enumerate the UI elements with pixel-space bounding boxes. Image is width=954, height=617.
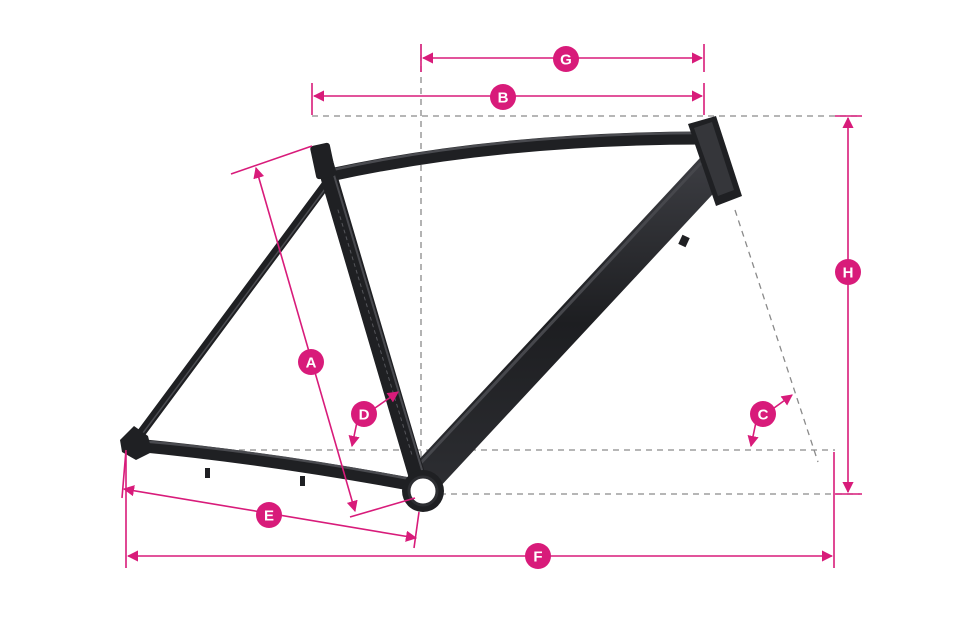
chainstay-bridge	[205, 468, 210, 478]
badge-d: D	[351, 401, 377, 427]
badge-b: B	[490, 84, 516, 110]
dimension-lines	[121, 44, 862, 568]
badge-g: G	[553, 46, 579, 72]
badge-c-label: C	[758, 407, 769, 424]
dim-d-line-upper	[374, 391, 399, 409]
chainstay	[128, 438, 422, 492]
dim-a-tick-top	[230, 145, 313, 175]
cable-guide	[678, 234, 690, 248]
badge-f-label: F	[533, 549, 542, 566]
badge-a-label: A	[306, 355, 317, 372]
top-tube	[323, 131, 712, 182]
bottom-bracket-shell	[407, 475, 439, 507]
top-tube-highlight	[330, 131, 707, 172]
bicycle-frame	[120, 116, 742, 512]
badge-h: H	[835, 259, 861, 285]
badge-g-label: G	[560, 52, 572, 69]
dim-a-tick-bottom	[349, 497, 416, 518]
seat-tube-highlight	[330, 164, 426, 481]
dimension-badges: G B H A D C E F	[256, 46, 861, 569]
rear-dropout	[120, 426, 152, 460]
badge-d-label: D	[359, 407, 370, 424]
dim-c-line-lower	[747, 421, 759, 448]
steering-axis-guide	[734, 209, 819, 463]
dim-c-line-upper	[773, 394, 793, 409]
badge-f: F	[525, 543, 551, 569]
badge-a: A	[298, 349, 324, 375]
badge-e-label: E	[264, 508, 274, 525]
head-tube-highlight	[694, 122, 734, 196]
seat-collar	[310, 142, 336, 180]
dim-e-tick-right	[413, 511, 420, 549]
seatstay	[131, 178, 332, 445]
down-tube-highlight	[416, 162, 702, 468]
down-tube	[408, 153, 729, 495]
badge-c: C	[750, 401, 776, 427]
badge-b-label: B	[498, 90, 509, 107]
badge-e: E	[256, 502, 282, 528]
dim-d-line-lower	[348, 421, 360, 448]
seat-tube	[315, 151, 429, 495]
seatstay-highlight	[139, 184, 329, 438]
badge-h-label: H	[843, 265, 854, 282]
dim-a-line	[253, 166, 358, 513]
brake-mount	[300, 476, 305, 486]
geometry-guides	[140, 44, 860, 495]
